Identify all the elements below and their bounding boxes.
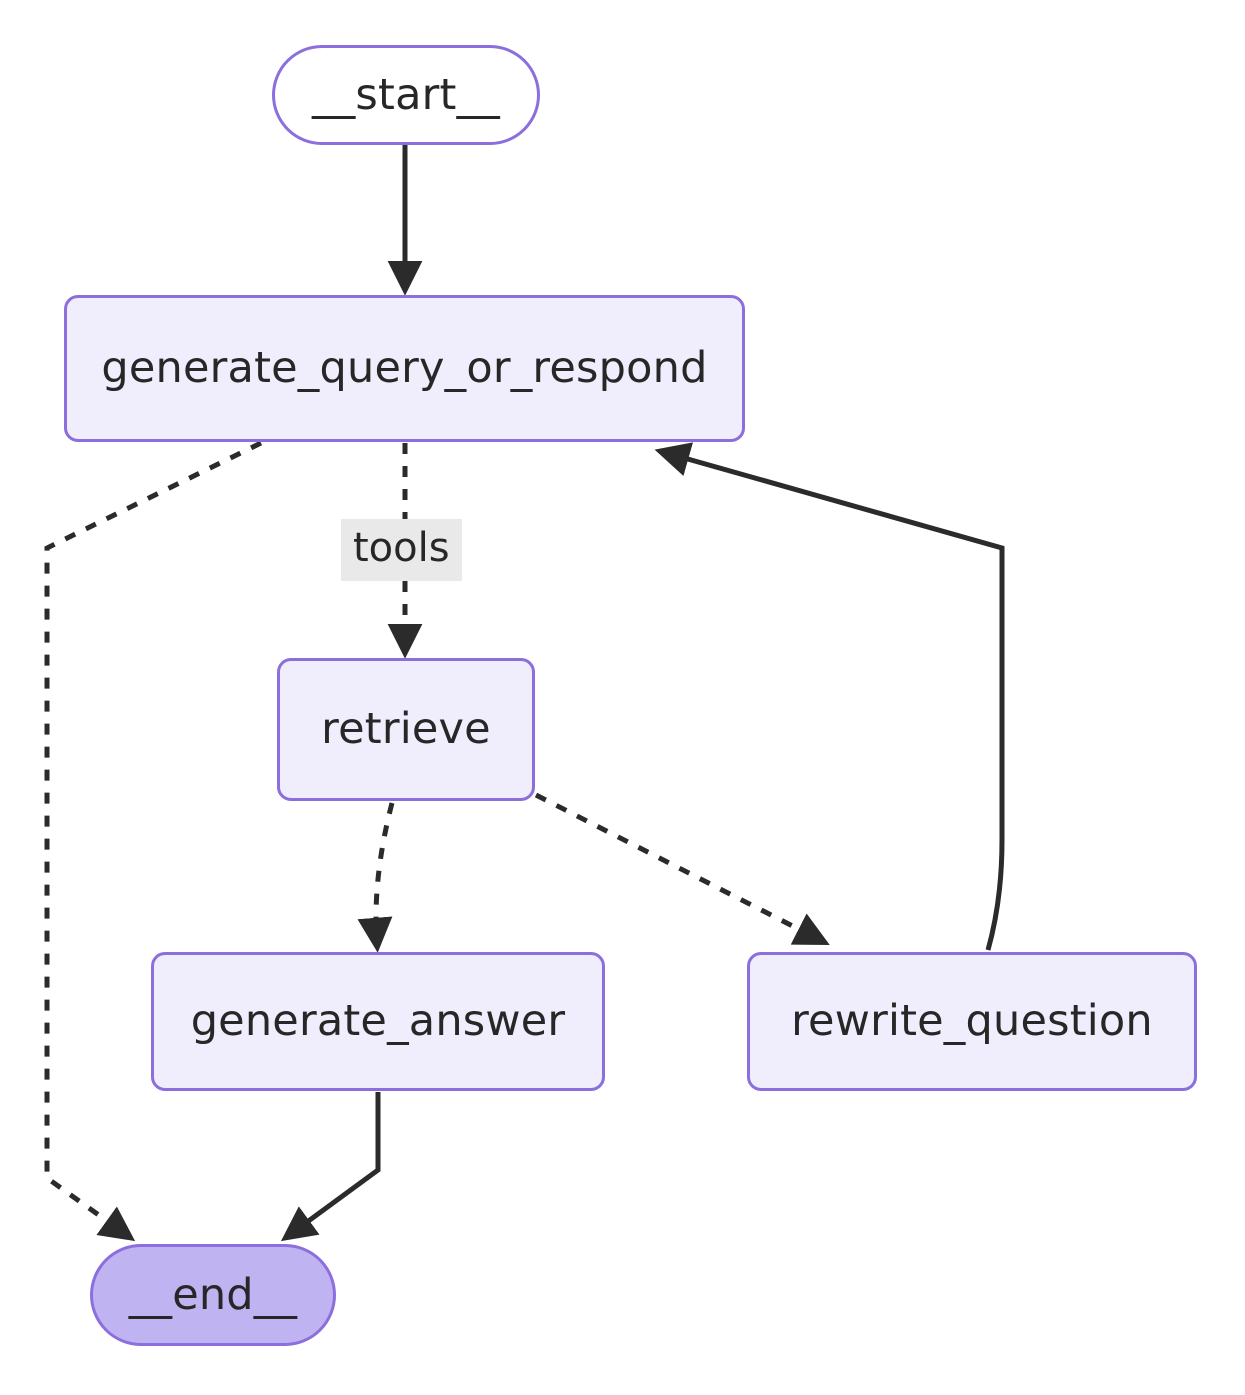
edge-retrieve-to-generate-answer: [357, 802, 395, 953]
node-end[interactable]: __end__: [90, 1244, 336, 1346]
node-start[interactable]: __start__: [272, 45, 540, 145]
node-rewrite-question[interactable]: rewrite_question: [747, 952, 1197, 1091]
node-generate-answer[interactable]: generate_answer: [151, 952, 605, 1091]
edge-rewrite-question-to-generate-query: [654, 442, 1005, 951]
node-generate-query-or-respond[interactable]: generate_query_or_respond: [64, 295, 745, 442]
node-start-label: __start__: [312, 69, 500, 120]
edge-generate-query-to-end: [44, 440, 263, 1242]
edge-label-tools: tools: [341, 519, 462, 581]
node-generate-answer-label: generate_answer: [190, 996, 566, 1046]
node-retrieve[interactable]: retrieve: [277, 658, 535, 801]
edge-generate-answer-to-end: [280, 1092, 381, 1242]
edge-retrieve-to-rewrite-question: [534, 792, 830, 945]
node-generate-query-or-respond-label: generate_query_or_respond: [101, 343, 708, 393]
node-end-label: __end__: [128, 1269, 298, 1320]
node-rewrite-question-label: rewrite_question: [791, 996, 1153, 1046]
node-retrieve-label: retrieve: [321, 704, 491, 754]
